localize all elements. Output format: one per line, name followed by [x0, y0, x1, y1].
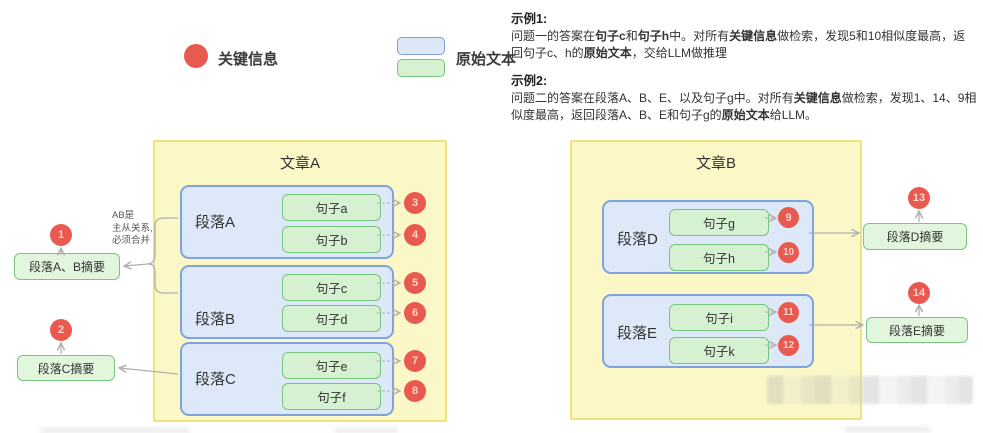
key-info-icon	[184, 44, 208, 68]
key-info-marker-9: 9	[778, 207, 799, 228]
legend-key-info-label: 关键信息	[218, 51, 279, 68]
paragraph-b-label: 段落B	[195, 311, 236, 328]
sentence-e-label: 句子e	[315, 360, 348, 374]
example1-title: 示例1:	[511, 12, 548, 26]
key-info-marker-1: 1	[50, 224, 72, 246]
ab-merge-annotation: AB是 主从关系, 必须合并	[112, 210, 153, 248]
example2-title: 示例2:	[511, 74, 548, 88]
sentence-b-label: 句子b	[315, 234, 348, 248]
sentence-d-label: 句子d	[315, 313, 348, 327]
paragraph-c-label: 段落C	[195, 371, 236, 388]
paragraph-a-label: 段落A	[195, 214, 236, 231]
article-a-title: 文章A	[279, 155, 320, 172]
key-info-marker-14: 14	[908, 282, 930, 304]
summary-ab-label: 段落A、B摘要	[28, 260, 105, 274]
paragraph-e-label: 段落E	[617, 325, 658, 342]
article-a-box: 文章A 段落A 句子a 句子b 段落B 句子c 句子d 段落C 句子e 句子f	[153, 140, 447, 422]
summary-d-label: 段落D摘要	[886, 230, 944, 244]
sentence-h-label: 句子h	[703, 252, 735, 266]
sentence-a-box: 句子a	[282, 194, 381, 221]
sentence-k-label: 句子k	[703, 345, 735, 359]
sentence-f-box: 句子f	[282, 383, 381, 410]
sentence-c-box: 句子c	[282, 274, 381, 301]
sentence-f-label: 句子f	[317, 391, 346, 405]
sentence-c-label: 句子c	[315, 282, 348, 296]
summary-e-label: 段落E摘要	[888, 323, 945, 338]
key-info-marker-4: 4	[404, 224, 426, 246]
summary-ab-box: 段落A、B摘要	[14, 253, 120, 280]
paragraph-d-box: 段落D 句子g 句子h	[602, 200, 814, 274]
sentence-g-label: 句子g	[703, 217, 735, 231]
cutoff-text-remnant	[845, 427, 930, 432]
sentence-d-box: 句子d	[282, 305, 381, 332]
paragraph-a-box: 段落A 句子a 句子b	[180, 185, 394, 259]
key-info-marker-2: 2	[50, 319, 72, 341]
key-info-marker-3: 3	[404, 192, 426, 214]
example2-body: 问题二的答案在段落A、B、E、以及句子g中。对所有关键信息做检索，发现1、14、…	[511, 91, 977, 122]
paragraph-b-box: 段落B 句子c 句子d	[180, 265, 394, 339]
annotation-line: AB是	[112, 210, 135, 221]
sentence-a-label: 句子a	[315, 202, 348, 216]
key-info-marker-7: 7	[404, 350, 426, 372]
summary-c-box: 段落C摘要	[17, 355, 115, 381]
article-b-title: 文章B	[695, 155, 736, 172]
key-info-marker-6: 6	[404, 302, 426, 324]
cutoff-text-remnant	[40, 428, 190, 433]
blurred-watermark	[767, 376, 973, 404]
key-info-marker-8: 8	[404, 380, 426, 402]
paragraph-c-box: 段落C 句子e 句子f	[180, 342, 394, 416]
sentence-swatch-icon	[397, 59, 445, 77]
sentence-k-box: 句子k	[669, 337, 769, 364]
summary-e-box: 段落E摘要	[866, 317, 968, 343]
key-info-marker-11: 11	[778, 302, 799, 323]
summary-d-box: 段落D摘要	[863, 223, 967, 250]
paragraph-swatch-icon	[397, 37, 445, 55]
key-info-marker-12: 12	[778, 335, 799, 356]
sentence-h-box: 句子h	[669, 244, 769, 271]
example-2: 示例2: 问题二的答案在段落A、B、E、以及句子g中。对所有关键信息做检索，发现…	[511, 70, 977, 124]
example-1: 示例1: 问题一的答案在句子c和句子h中。对所有关键信息做检索，发现5和10相似…	[511, 8, 977, 62]
cutoff-text-remnant	[335, 428, 397, 433]
sentence-i-label: 句子i	[705, 312, 733, 326]
sentence-e-box: 句子e	[282, 352, 381, 379]
annotation-line: 主从关系,	[112, 222, 153, 234]
key-info-marker-10: 10	[778, 242, 799, 263]
sentence-g-box: 句子g	[669, 209, 769, 236]
paragraph-d-label: 段落D	[617, 231, 658, 248]
annotation-line: 必须合并	[112, 235, 151, 246]
key-info-marker-13: 13	[908, 187, 930, 209]
examples-panel: 示例1: 问题一的答案在句子c和句子h中。对所有关键信息做检索，发现5和10相似…	[511, 6, 977, 124]
legend-source-text-label: 原始文本	[456, 51, 517, 68]
sentence-i-box: 句子i	[669, 304, 769, 331]
summary-c-label: 段落C摘要	[37, 361, 95, 376]
key-info-marker-5: 5	[404, 272, 426, 294]
example1-body: 问题一的答案在句子c和句子h中。对所有关键信息做检索，发现5和10相似度最高，返…	[511, 29, 966, 60]
sentence-b-box: 句子b	[282, 226, 381, 253]
